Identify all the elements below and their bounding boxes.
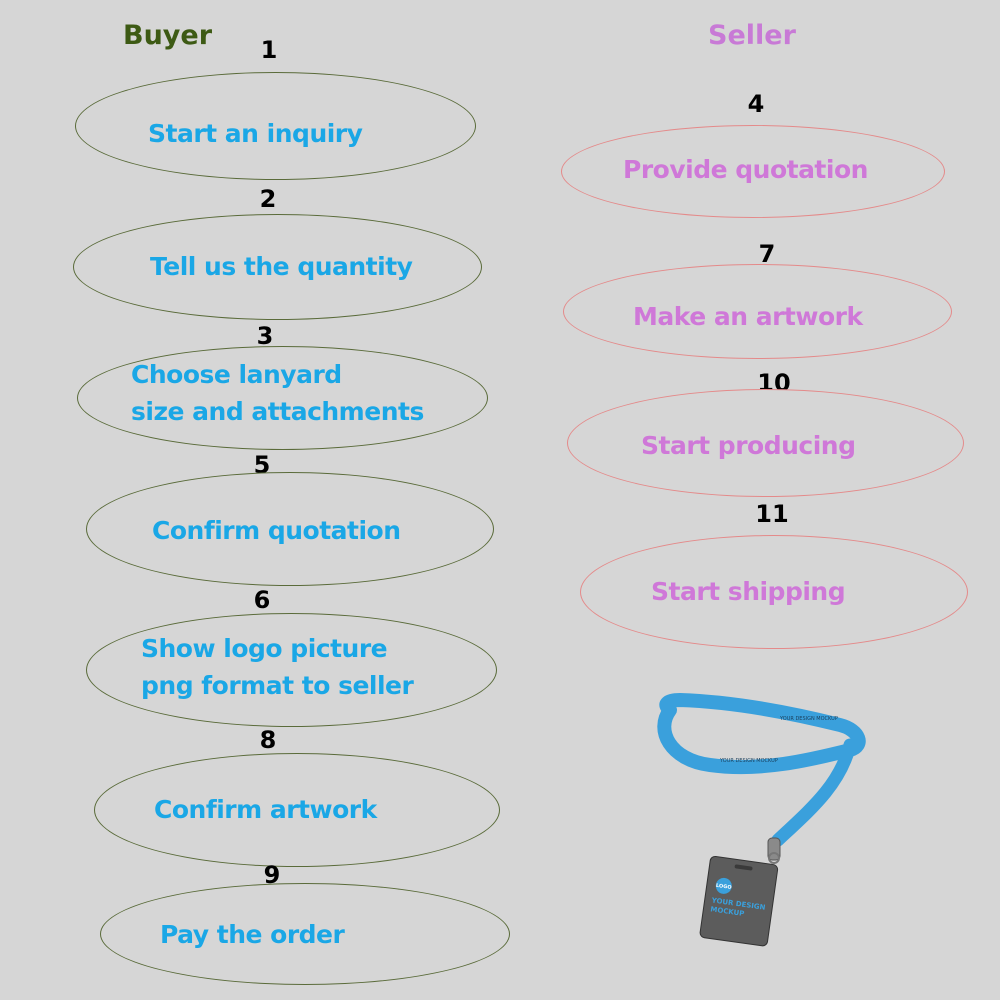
step-number-1: 1 bbox=[260, 36, 278, 64]
step-number-3: 3 bbox=[256, 322, 274, 350]
strap-print-1: YOUR DESIGN MOCKUP bbox=[719, 758, 778, 764]
step-label-choose-lanyard: Choose lanyard size and attachments bbox=[131, 360, 424, 426]
step-box-provide-quotation bbox=[561, 125, 945, 218]
strap-print-2: YOUR DESIGN MOCKUP bbox=[779, 716, 838, 722]
step-box-start-shipping bbox=[580, 535, 968, 649]
badge-card: LOGO YOUR DESIGN MOCKUP bbox=[699, 855, 779, 947]
step-box-confirm-quotation bbox=[86, 472, 494, 586]
buyer-heading: Buyer bbox=[123, 20, 213, 51]
seller-heading: Seller bbox=[708, 20, 796, 51]
step-box-choose-lanyard bbox=[77, 346, 488, 450]
lanyard-strap bbox=[657, 693, 866, 775]
step-number-11: 11 bbox=[755, 500, 789, 528]
step-box-pay-order bbox=[100, 883, 510, 985]
lanyard-strap-drop bbox=[771, 738, 857, 847]
step-label-tell-quantity: Tell us the quantity bbox=[150, 252, 413, 281]
lanyard-mockup-image: YOUR DESIGN MOCKUP YOUR DESIGN MOCKUP LO… bbox=[657, 693, 866, 947]
step-label-confirm-artwork: Confirm artwork bbox=[154, 795, 377, 824]
step-number-9: 9 bbox=[263, 861, 281, 889]
step-box-start-inquiry bbox=[75, 72, 476, 180]
step-box-show-logo bbox=[86, 613, 497, 727]
step-number-2: 2 bbox=[259, 185, 277, 213]
step-label-pay-order: Pay the order bbox=[160, 920, 345, 949]
step-box-make-artwork bbox=[563, 264, 952, 359]
step-box-tell-quantity bbox=[73, 214, 482, 320]
step-number-4: 4 bbox=[747, 90, 765, 118]
step-label-start-shipping: Start shipping bbox=[651, 577, 846, 606]
step-label-provide-quotation: Provide quotation bbox=[623, 155, 868, 184]
badge-logo-circle bbox=[715, 877, 732, 894]
step-number-5: 5 bbox=[253, 451, 271, 479]
step-label-start-inquiry: Start an inquiry bbox=[148, 119, 363, 148]
step-number-8: 8 bbox=[259, 726, 277, 754]
step-label-show-logo: Show logo picture png format to seller bbox=[141, 634, 414, 700]
step-box-confirm-artwork bbox=[94, 753, 500, 867]
step-number-6: 6 bbox=[253, 586, 271, 614]
step-box-start-producing bbox=[567, 389, 964, 497]
badge-logo-text: LOGO bbox=[716, 883, 732, 891]
step-number-7: 7 bbox=[758, 240, 776, 268]
step-label-make-artwork: Make an artwork bbox=[633, 302, 863, 331]
step-label-start-producing: Start producing bbox=[641, 431, 856, 460]
step-label-confirm-quotation: Confirm quotation bbox=[152, 516, 401, 545]
lanyard-ring bbox=[768, 852, 780, 864]
